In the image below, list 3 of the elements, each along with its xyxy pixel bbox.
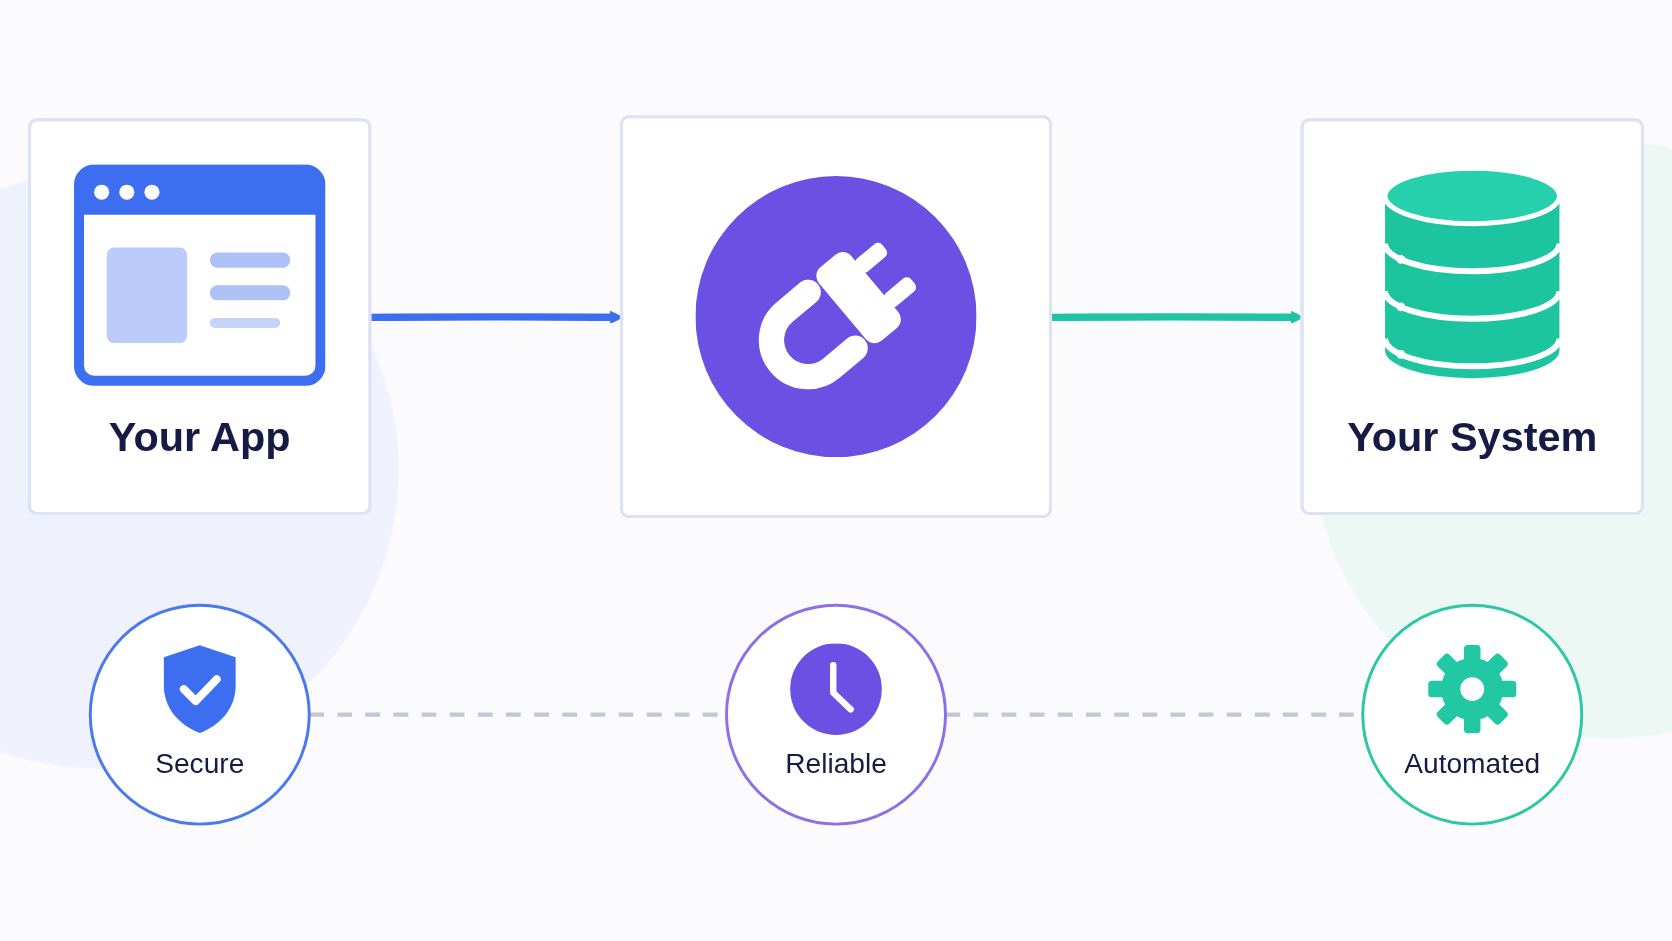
node-circle: Automated: [1361, 603, 1584, 826]
node-circle: Secure: [88, 603, 311, 826]
node-circle: Reliable: [725, 603, 947, 826]
